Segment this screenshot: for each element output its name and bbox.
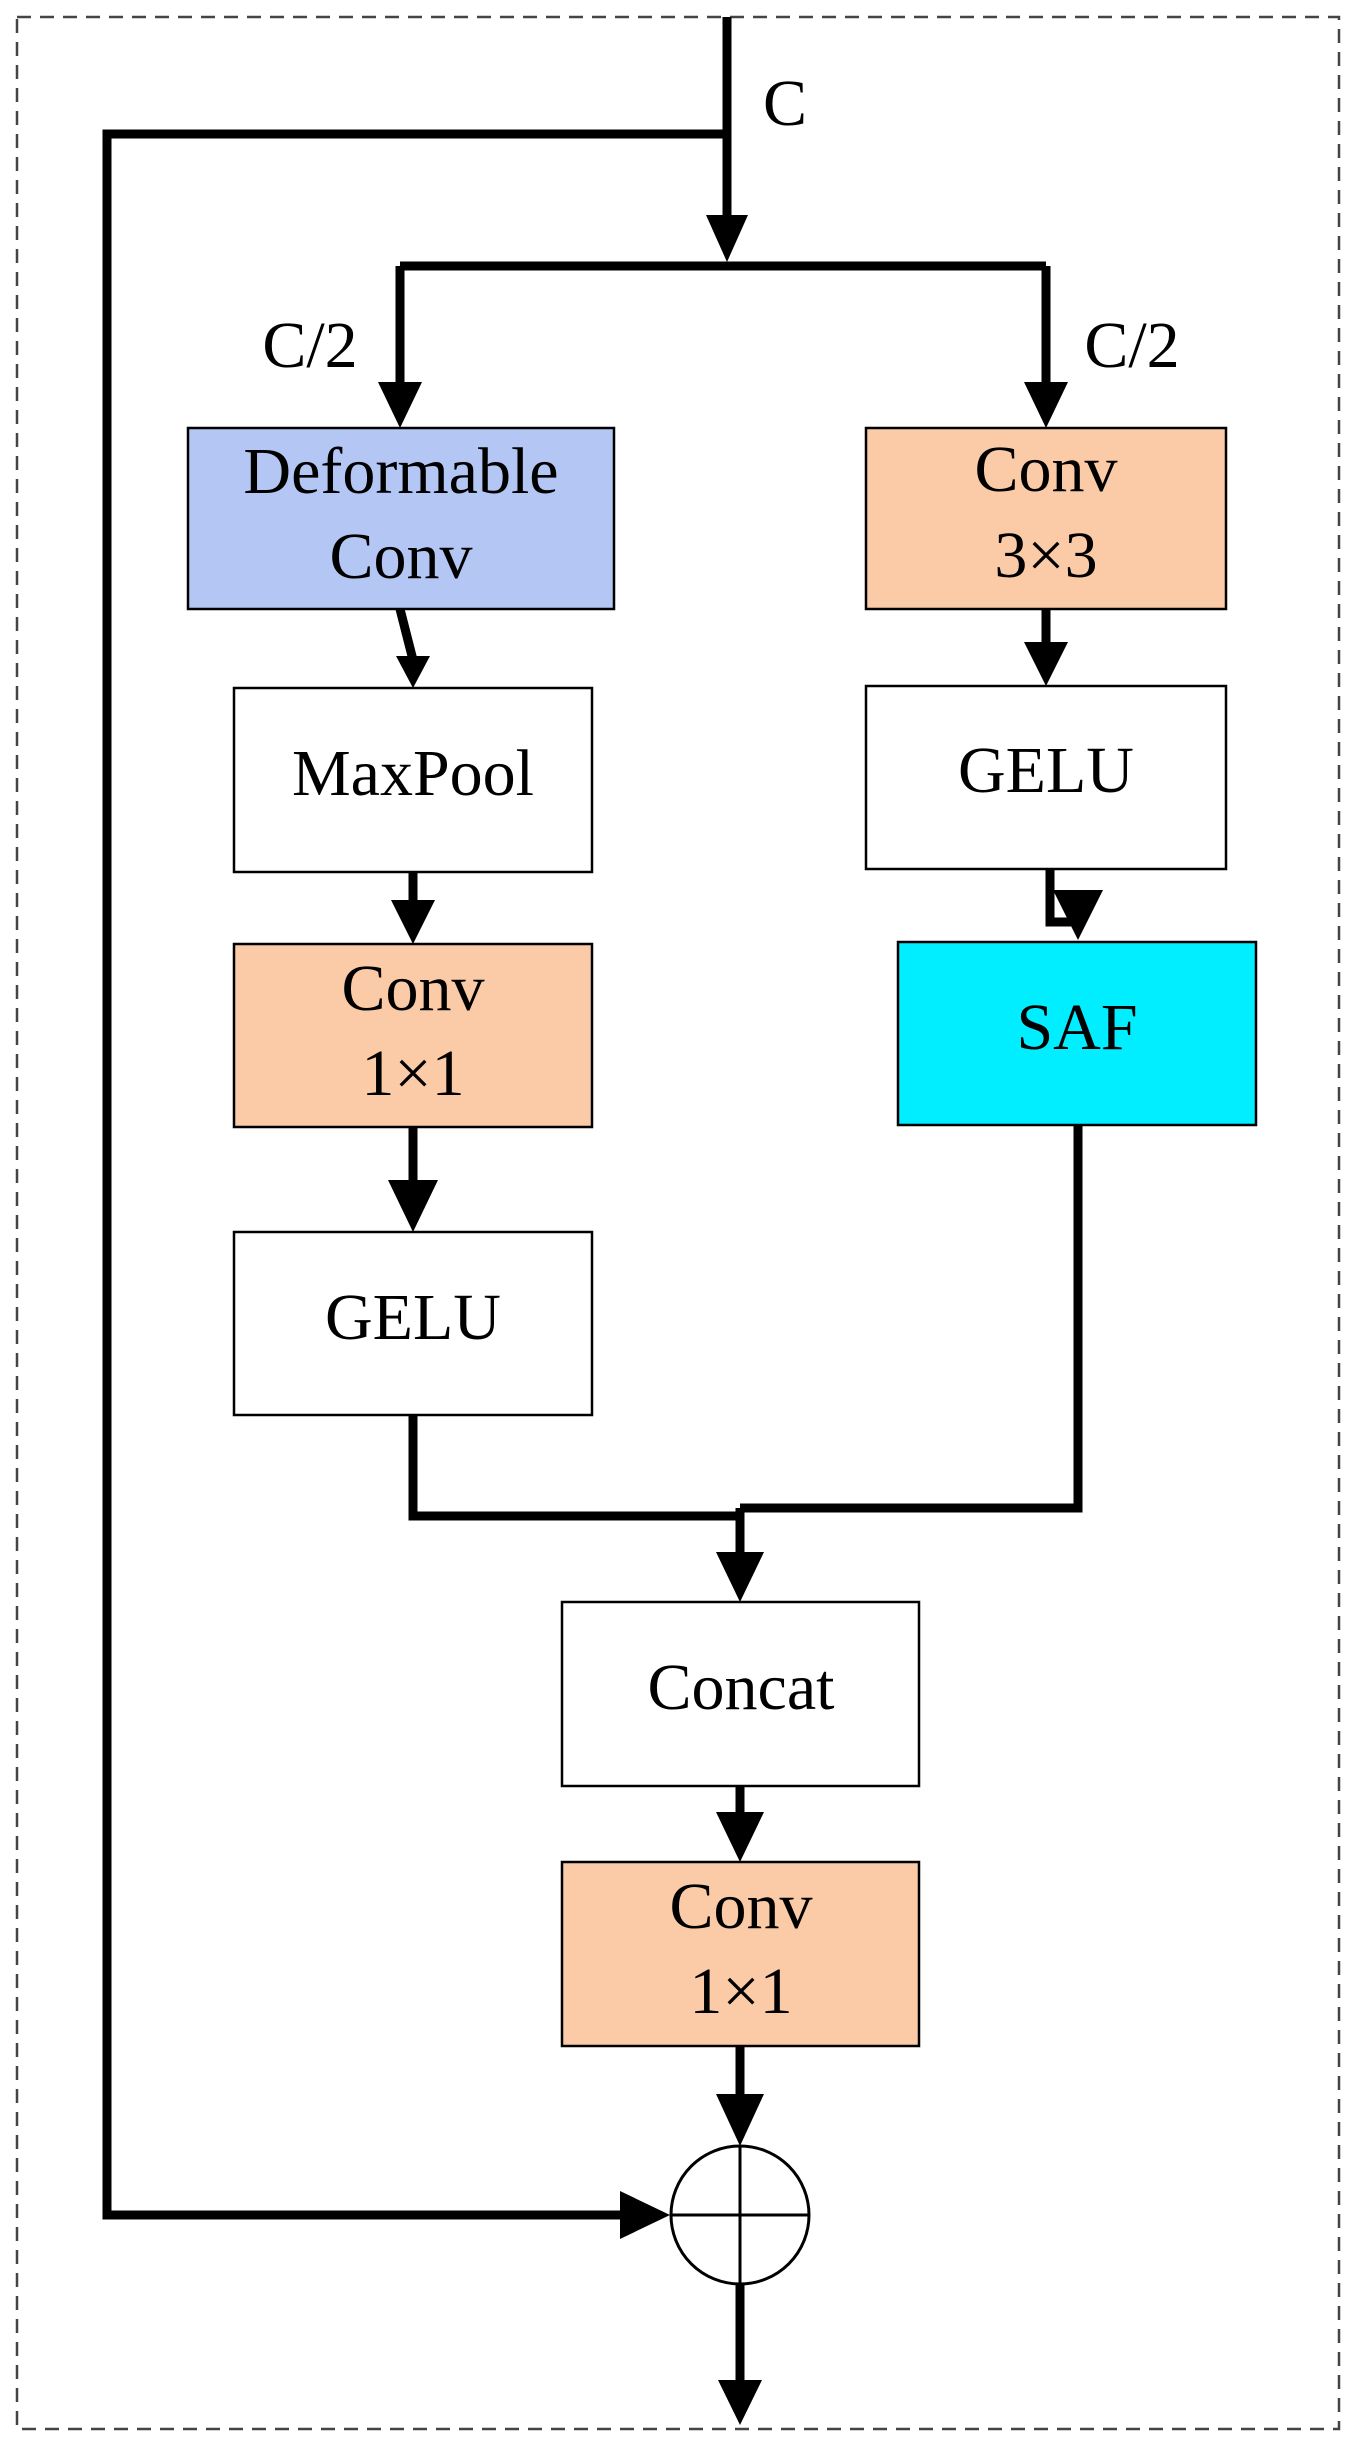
merge-arrowhead	[716, 1552, 764, 1602]
maxpool-block: MaxPool	[232, 686, 594, 874]
split-arrowhead	[706, 215, 748, 262]
right-split-arrowhead	[1024, 382, 1068, 428]
right-conv-3x3-block: Conv 3×3	[864, 426, 1228, 611]
deform-to-maxpool-line	[395, 607, 418, 662]
output-conv-label-line1: Conv	[669, 1870, 812, 1943]
right-conv-label-line1: Conv	[974, 433, 1117, 506]
saf-label: SAF	[1016, 991, 1137, 1064]
right-gelu-label: GELU	[958, 734, 1134, 807]
concat-to-conv-arrowhead	[716, 1812, 764, 1862]
right-split-label: C/2	[1084, 309, 1179, 382]
left-conv-1x1-block: Conv 1×1	[232, 942, 594, 1129]
deformable-conv-label-line2: Conv	[329, 520, 472, 593]
left-conv-label-line2: 1×1	[361, 1037, 464, 1110]
right-conv-label-line2: 3×3	[994, 519, 1097, 592]
concat-block: Concat	[560, 1600, 921, 1788]
left-conv-label-line1: Conv	[341, 952, 484, 1025]
maxpool-label: MaxPool	[292, 737, 534, 810]
maxpool-to-conv-arrowhead	[391, 900, 435, 944]
conv-to-gelu-arrowhead	[388, 1180, 438, 1232]
deform-to-maxpool-arrowhead	[396, 656, 430, 688]
module-boundary	[15, 15, 1341, 2431]
residual-skip-line	[102, 129, 727, 2220]
add-circle-icon	[669, 2144, 811, 2286]
input-channel-label: C	[763, 67, 807, 140]
gelu-to-saf-line	[1045, 869, 1078, 927]
concat-label: Concat	[648, 1651, 835, 1724]
deformable-conv-label-line1: Deformable	[243, 435, 558, 508]
output-conv-label-line2: 1×1	[689, 1955, 792, 2028]
left-merge-line	[408, 1415, 740, 1521]
saf-block: SAF	[896, 940, 1258, 1127]
deformable-conv-block: Deformable Conv	[186, 426, 616, 611]
right-conv-to-gelu-arrowhead	[1024, 642, 1068, 686]
left-gelu-block: GELU	[232, 1230, 594, 1417]
output-arrowhead	[718, 2380, 762, 2425]
output-conv-1x1-block: Conv 1×1	[560, 1860, 921, 2048]
conv-to-add-arrowhead	[716, 2094, 764, 2146]
residual-arrowhead	[620, 2191, 670, 2239]
saf-merge-line	[740, 1125, 1083, 1513]
right-gelu-block: GELU	[864, 684, 1228, 871]
gelu-to-saf-arrowhead	[1053, 890, 1103, 940]
left-split-label: C/2	[262, 309, 357, 382]
left-split-arrowhead	[378, 382, 422, 428]
left-gelu-label: GELU	[325, 1281, 501, 1354]
